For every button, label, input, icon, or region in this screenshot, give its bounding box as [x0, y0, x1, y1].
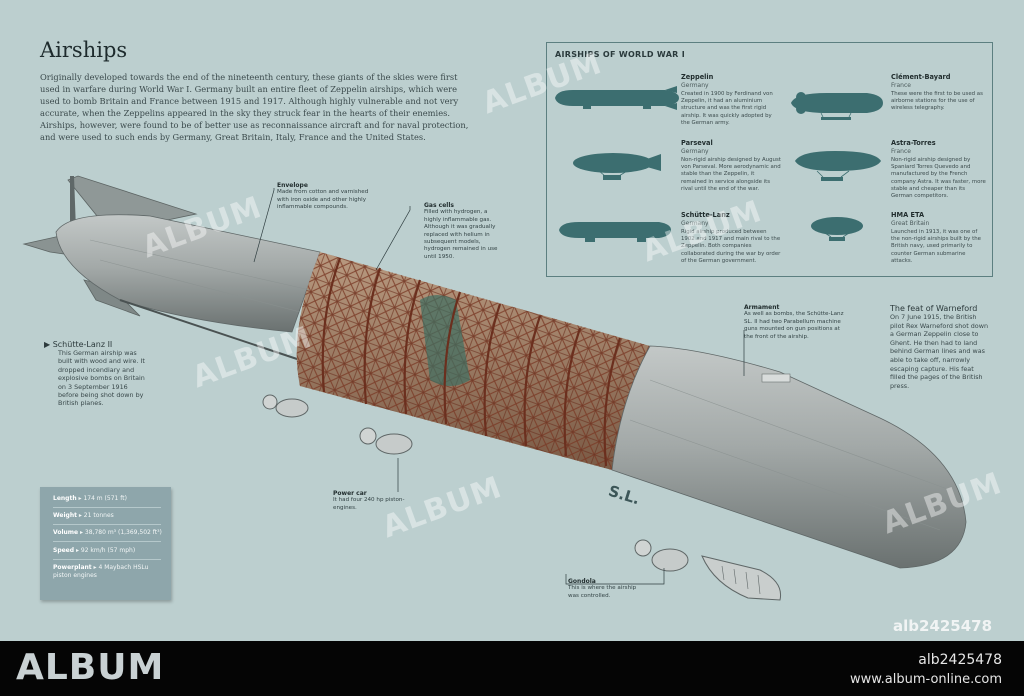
intro-text: Originally developed towards the end of … — [40, 72, 469, 142]
ship-country: Germany — [681, 82, 709, 89]
power-car-label: Power car It had four 240 hp piston-engi… — [333, 490, 413, 512]
spec-label: Powerplant — [53, 564, 92, 571]
spec-speed: Speed ▸ 92 km/h (57 mph) — [53, 547, 136, 554]
ship-country: France — [891, 82, 911, 89]
ship-entry-clement-bayard: Clément-Bayard France These were the fir… — [891, 73, 987, 113]
footer-url[interactable]: www.album-online.com — [849, 672, 1002, 687]
gas-cells-label: Gas cells Filled with hydrogen, a highly… — [424, 202, 506, 261]
envelope-label: Envelope Made from cotton and varnished … — [277, 182, 369, 212]
ship-description: Rigid airship produced between 1902 and … — [681, 229, 781, 264]
ship-entry-hma-eta: HMA ETA Great Britain Launched in 1913, … — [891, 211, 987, 265]
spec-weight: Weight ▸ 21 tonnes — [53, 512, 114, 519]
spec-length: Length ▸ 174 m (571 ft) — [53, 495, 127, 502]
armament-title: Armament — [744, 304, 780, 311]
clement-bayard-silhouette — [791, 92, 883, 120]
zeppelin-silhouette — [555, 86, 679, 110]
spec-powerplant: Powerplant ▸ 4 Maybach HSLu piston engin… — [53, 564, 149, 579]
power-car-mid — [359, 427, 413, 455]
page-title: Airships — [40, 38, 128, 62]
schutte-lanz-title: ▶ Schütte-Lanz II — [44, 340, 150, 349]
ship-description: These were the first to be used as airbo… — [891, 91, 983, 112]
armament-label: Armament As well as bombs, the Schütte-L… — [744, 304, 844, 341]
spec-value: 38,780 m³ (1,369,502 ft³) — [84, 529, 162, 536]
spec-label: Volume — [53, 529, 79, 536]
ship-name: Astra-Torres — [891, 139, 936, 147]
infographic-page: Airships Originally developed towards th… — [22, 38, 1007, 635]
spec-value: 21 tonnes — [83, 512, 114, 519]
spec-value: 92 km/h (57 mph) — [80, 547, 136, 554]
astra-torres-silhouette — [795, 151, 881, 181]
rear-hull — [55, 214, 321, 333]
spec-volume: Volume ▸ 38,780 m³ (1,369,502 ft³) — [53, 529, 162, 536]
airship-illustration — [22, 175, 967, 601]
schutte-lanz-note: ▶ Schütte-Lanz II This German airship wa… — [44, 340, 150, 408]
gondola-title: Gondola — [568, 578, 596, 585]
panel-title: AIRSHIPS OF WORLD WAR I — [555, 50, 686, 59]
ship-entry-parseval: Parseval Germany Non-rigid airship desig… — [681, 139, 781, 193]
spec-label: Speed — [53, 547, 75, 554]
pointer-icon: ▶ — [44, 340, 51, 349]
airships-panel: AIRSHIPS OF WORLD WAR I — [546, 42, 993, 277]
ship-name: Clément-Bayard — [891, 73, 951, 81]
gas-cells-text: Filled with hydrogen, a highly inflammab… — [424, 209, 498, 260]
front-hull — [611, 345, 967, 569]
spec-label: Length — [53, 495, 77, 502]
power-car-text: It had four 240 hp piston-engines. — [333, 497, 405, 511]
envelope-title: Envelope — [277, 182, 308, 189]
ship-entry-schutte-lanz: Schütte-Lanz Germany Rigid airship produ… — [681, 211, 781, 265]
gas-cells-title: Gas cells — [424, 202, 454, 209]
specs-box: Length ▸ 174 m (571 ft) Weight ▸ 21 tonn… — [40, 487, 171, 600]
ship-name: HMA ETA — [891, 211, 925, 219]
spec-value: 4 Maybach HSLu piston engines — [53, 564, 149, 579]
spec-value: 174 m (571 ft) — [83, 495, 127, 502]
armament-text: As well as bombs, the Schütte-Lanz SL. I… — [744, 311, 844, 340]
power-car-front — [634, 539, 689, 572]
ship-country: Germany — [681, 148, 709, 155]
warneford-note: The feat of Warneford On 7 June 1915, th… — [890, 304, 990, 390]
stock-id: alb2425478 — [893, 617, 993, 635]
spec-label: Weight — [53, 512, 77, 519]
ship-entry-zeppelin: Zeppelin Germany Created in 1900 by Ferd… — [681, 73, 777, 127]
power-car-title: Power car — [333, 490, 367, 497]
ship-country: Germany — [681, 220, 709, 227]
frame-section — [296, 252, 650, 470]
power-car-rear — [262, 394, 309, 418]
ship-country: France — [891, 148, 911, 155]
ship-description: Non-rigid airship designed by Spaniard T… — [891, 157, 986, 200]
gondola-text: This is where the airship was controlled… — [568, 585, 637, 599]
hma-eta-silhouette — [811, 217, 863, 241]
schutte-lanz-title-text: Schütte-Lanz II — [52, 340, 113, 349]
ship-description: Non-rigid airship designed by August von… — [681, 157, 781, 192]
footer-bar: ALBUM alb2425478 www.album-online.com — [0, 641, 1024, 696]
gondola-label: Gondola This is where the airship was co… — [568, 578, 648, 600]
schutte-lanz-silhouette — [559, 222, 671, 242]
schutte-lanz-text: This German airship was built with wood … — [58, 349, 145, 408]
parseval-silhouette — [573, 153, 661, 180]
ship-name: Parseval — [681, 139, 713, 147]
ship-description: Launched in 1913, it was one of the non-… — [891, 229, 981, 264]
gun-position — [761, 373, 791, 383]
footer-image-id: alb2425478 — [918, 652, 1002, 668]
ship-name: Zeppelin — [681, 73, 714, 81]
footer-brand: ALBUM — [16, 647, 165, 688]
ship-country: Great Britain — [891, 220, 930, 227]
warneford-title: The feat of Warneford — [890, 304, 978, 313]
envelope-text: Made from cotton and varnished with iron… — [277, 189, 369, 211]
ship-description: Created in 1900 by Ferdinand von Zeppeli… — [681, 91, 773, 126]
warneford-text: On 7 June 1915, the British pilot Rex Wa… — [890, 313, 988, 390]
ship-name: Schütte-Lanz — [681, 211, 730, 219]
ship-entry-astra-torres: Astra-Torres France Non-rigid airship de… — [891, 139, 987, 200]
gondola — [701, 555, 782, 601]
